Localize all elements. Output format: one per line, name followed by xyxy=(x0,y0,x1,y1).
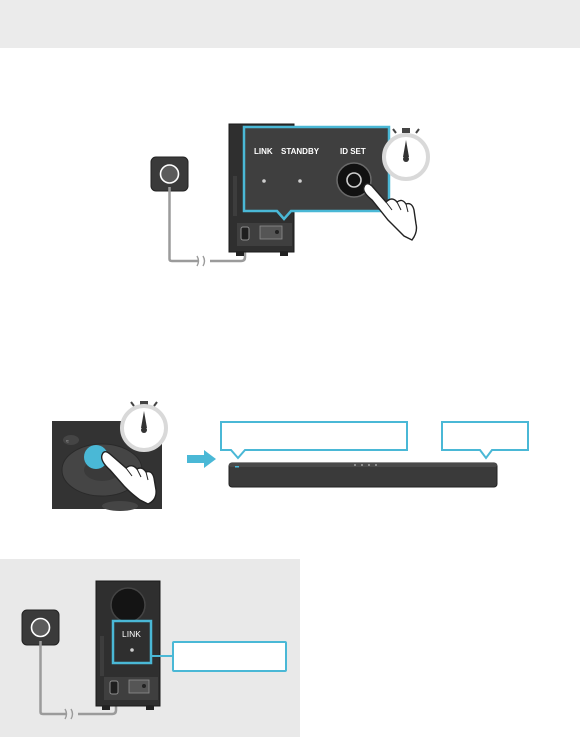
pressing-hand-icon xyxy=(362,183,418,241)
soundbar-display-callout xyxy=(220,421,408,460)
power-cord xyxy=(168,187,247,263)
standby-label: STANDBY xyxy=(281,147,320,156)
stopwatch-icon xyxy=(120,401,168,452)
button-panel-callout: LINK STANDBY ID SET xyxy=(242,125,391,221)
soundbar-icon xyxy=(228,462,498,488)
highlighted-remote-button xyxy=(84,445,108,469)
id-set-button xyxy=(336,162,372,198)
link-label: LINK xyxy=(254,147,273,156)
link-indicator xyxy=(130,648,134,652)
id-set-label: ID SET xyxy=(340,147,366,156)
svg-text:≈: ≈ xyxy=(66,439,69,445)
illustration-remote-soundbar: ≈ xyxy=(52,401,529,511)
power-outlet-icon xyxy=(21,609,60,646)
illustration-id-set: LINK STANDBY ID SET xyxy=(150,123,430,267)
pressing-hand-icon xyxy=(100,451,157,505)
soundbar-indicator-callout xyxy=(441,421,529,460)
header-band xyxy=(0,0,580,48)
stopwatch-icon xyxy=(382,128,430,181)
power-cord xyxy=(39,641,118,716)
standby-indicator xyxy=(298,179,302,183)
power-outlet-icon xyxy=(150,156,189,192)
link-highlight-box xyxy=(111,619,153,665)
link-label: LINK xyxy=(122,629,141,639)
illustration-link: LINK xyxy=(21,580,287,720)
arrow-right-icon xyxy=(187,450,216,468)
link-indicator-callout xyxy=(172,641,287,672)
link-indicator xyxy=(262,179,266,183)
